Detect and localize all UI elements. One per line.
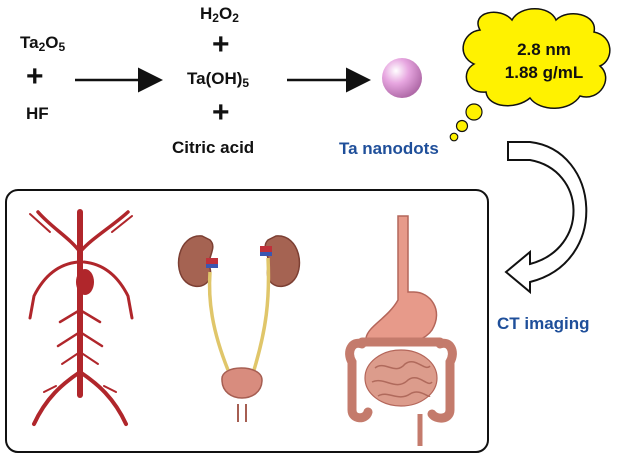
- reactant-ta2o5: Ta2O5: [20, 33, 66, 54]
- bubble-density: 1.88 g/mL: [504, 63, 584, 82]
- nanodot-sphere-icon: [382, 58, 422, 98]
- plus-sign-top: +: [212, 28, 230, 61]
- curved-arrow-icon: [504, 141, 588, 295]
- reactant-ta-oh5: Ta(OH)5: [187, 69, 250, 90]
- product-label: Ta nanodots: [339, 139, 439, 158]
- digestive-system-icon: [345, 215, 457, 446]
- reactant-h2o2: H2O2: [200, 4, 239, 25]
- imaging-label: CT imaging: [497, 314, 590, 333]
- reactant-hf: HF: [26, 104, 49, 123]
- bubble-text: 2.8 nm 1.88 g/mL: [482, 38, 606, 84]
- reactant-citric-acid: Citric acid: [172, 138, 255, 157]
- vascular-system-icon: [28, 209, 134, 426]
- urinary-system-icon: [177, 235, 301, 422]
- bubble-size: 2.8 nm: [517, 40, 571, 59]
- plus-sign: +: [26, 60, 44, 93]
- plus-sign-bottom: +: [212, 96, 230, 129]
- thought-bubble-icon: [449, 8, 611, 142]
